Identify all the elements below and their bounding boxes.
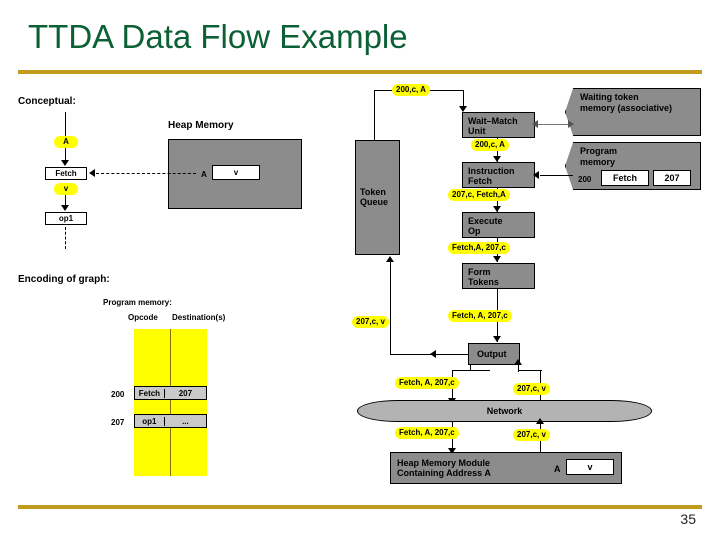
execute-op-box: Execute Op bbox=[462, 212, 535, 238]
conceptual-op-node: op1 bbox=[45, 212, 87, 225]
network-bus: Network bbox=[357, 400, 652, 422]
pm-row-1: op1 ... bbox=[134, 414, 207, 428]
wait-to-wtm-link bbox=[538, 124, 574, 125]
output-to-queue-arrowhead-mid bbox=[430, 350, 436, 358]
pm-to-ifetch-link bbox=[540, 175, 573, 176]
heap-to-fetch-connector bbox=[96, 173, 196, 174]
label-ifetch-to-exec: 207,c, Fetch,A bbox=[448, 189, 510, 201]
network-to-output-right-horizontal bbox=[518, 370, 542, 371]
wait-match-unit-label: Wait–Match Unit bbox=[468, 116, 518, 136]
label-queue-to-wait: 200,c, A bbox=[392, 84, 430, 96]
output-to-network-left-horizontal bbox=[452, 370, 472, 371]
heap-cell-value: v bbox=[212, 165, 260, 180]
output-left-branch-stub bbox=[470, 365, 471, 371]
waiting-token-memory-box: Waiting token memory (associative) bbox=[565, 88, 701, 136]
conceptual-fetch-node: Fetch bbox=[45, 167, 87, 180]
pm-row-destination-1: ... bbox=[182, 416, 189, 426]
token-queue-label: Token Queue bbox=[360, 187, 389, 207]
pipeline-pm-address: 200 bbox=[578, 175, 592, 184]
conceptual-token-a: A bbox=[54, 136, 78, 148]
encoding-section-label: Encoding of graph: bbox=[18, 274, 110, 285]
pipeline-pm-opcode: Fetch bbox=[601, 170, 649, 186]
queue-to-wait-arrowhead bbox=[459, 106, 467, 112]
conceptual-edge-out bbox=[65, 227, 66, 249]
heap-memory-label: Heap Memory bbox=[168, 120, 234, 131]
label-output-to-network-left: Fetch, A, 207,c bbox=[395, 377, 459, 389]
form-to-output-arrowhead bbox=[493, 336, 501, 342]
footer-divider-rule bbox=[18, 505, 702, 509]
heap-cell-address: A bbox=[201, 170, 207, 179]
pipeline-program-memory-label: Program memory bbox=[580, 146, 618, 167]
conceptual-section-label: Conceptual: bbox=[18, 96, 76, 107]
exec-to-form-arrowhead bbox=[493, 256, 501, 262]
network-to-heap-left-arrowhead bbox=[448, 448, 456, 454]
instruction-fetch-box: Instruction Fetch bbox=[462, 162, 535, 188]
label-form-to-output: Fetch, A, 207,c bbox=[448, 310, 512, 322]
label-output-to-network-right: 207,c, v bbox=[513, 383, 550, 395]
conceptual-token-v: v bbox=[54, 183, 78, 195]
program-memory-label: Program memory: bbox=[103, 298, 172, 307]
heap-module-value: v bbox=[566, 459, 614, 475]
pm-to-ifetch-arrowhead bbox=[533, 171, 539, 179]
heap-to-fetch-arrowhead bbox=[89, 169, 95, 177]
instruction-fetch-label: Instruction Fetch bbox=[468, 166, 515, 186]
label-network-to-heap-left: Fetch, A, 207,c bbox=[395, 427, 459, 439]
pm-row-0: Fetch 207 bbox=[134, 386, 207, 400]
label-output-to-queue: 207,c, v bbox=[352, 316, 389, 328]
label-wait-to-ifetch: 200,c, A bbox=[471, 139, 509, 151]
execute-op-label: Execute Op bbox=[468, 216, 503, 236]
pm-row-opcode-0: Fetch bbox=[135, 388, 165, 398]
token-queue-box: Token Queue bbox=[355, 140, 400, 255]
conceptual-edge-v-op bbox=[65, 194, 66, 208]
form-tokens-box: Form Tokens bbox=[462, 263, 535, 289]
label-exec-to-form: Fetch,A, 207,c bbox=[448, 242, 510, 254]
heap-memory-module-label: Heap Memory Module Containing Address A bbox=[397, 458, 491, 478]
pm-row-destination-0: 207 bbox=[178, 388, 193, 398]
queue-to-wait-drop bbox=[463, 90, 464, 110]
conceptual-edge-in bbox=[65, 112, 66, 138]
output-label: Output bbox=[477, 349, 507, 359]
wait-to-wtm-arrowhead bbox=[568, 120, 574, 128]
column-header-opcode: Opcode bbox=[128, 313, 158, 322]
output-box: Output bbox=[468, 343, 520, 365]
output-to-queue-vertical bbox=[390, 262, 391, 355]
column-header-destinations: Destination(s) bbox=[172, 313, 226, 322]
label-heap-to-network-right: 207,c, v bbox=[513, 429, 550, 441]
network-to-output-right-stub bbox=[518, 364, 519, 372]
conceptual-arrow-to-op bbox=[61, 205, 69, 211]
heap-to-network-right-arrowhead bbox=[536, 418, 544, 424]
output-to-queue-arrowhead-top bbox=[386, 256, 394, 262]
ifetch-to-exec-arrowhead bbox=[493, 206, 501, 212]
network-label: Network bbox=[486, 406, 523, 416]
conceptual-edge-a-fetch bbox=[65, 147, 66, 163]
pm-row-opcode-1: op1 bbox=[135, 416, 165, 426]
pm-row-address-1: 207 bbox=[111, 418, 125, 427]
page-number: 35 bbox=[680, 511, 696, 527]
page-title: TTDA Data Flow Example bbox=[28, 18, 408, 55]
queue-feedback-vertical bbox=[374, 90, 375, 140]
program-memory-column-divider bbox=[170, 329, 171, 476]
wait-match-unit-box: Wait–Match Unit bbox=[462, 112, 535, 138]
form-tokens-label: Form Tokens bbox=[468, 267, 499, 287]
wait-to-ifetch-arrowhead bbox=[493, 156, 501, 162]
title-divider-rule bbox=[18, 70, 702, 74]
output-left-branch-horizontal bbox=[470, 370, 490, 371]
conceptual-arrow-to-fetch bbox=[61, 160, 69, 166]
output-to-queue-horizontal bbox=[390, 354, 468, 355]
pipeline-pm-destination: 207 bbox=[653, 170, 691, 186]
wtm-to-wait-arrowhead bbox=[532, 120, 538, 128]
network-to-output-arrowhead bbox=[514, 359, 522, 365]
heap-module-address: A bbox=[554, 464, 561, 474]
pm-row-address-0: 200 bbox=[111, 390, 125, 399]
waiting-token-memory-label: Waiting token memory (associative) bbox=[580, 92, 673, 113]
